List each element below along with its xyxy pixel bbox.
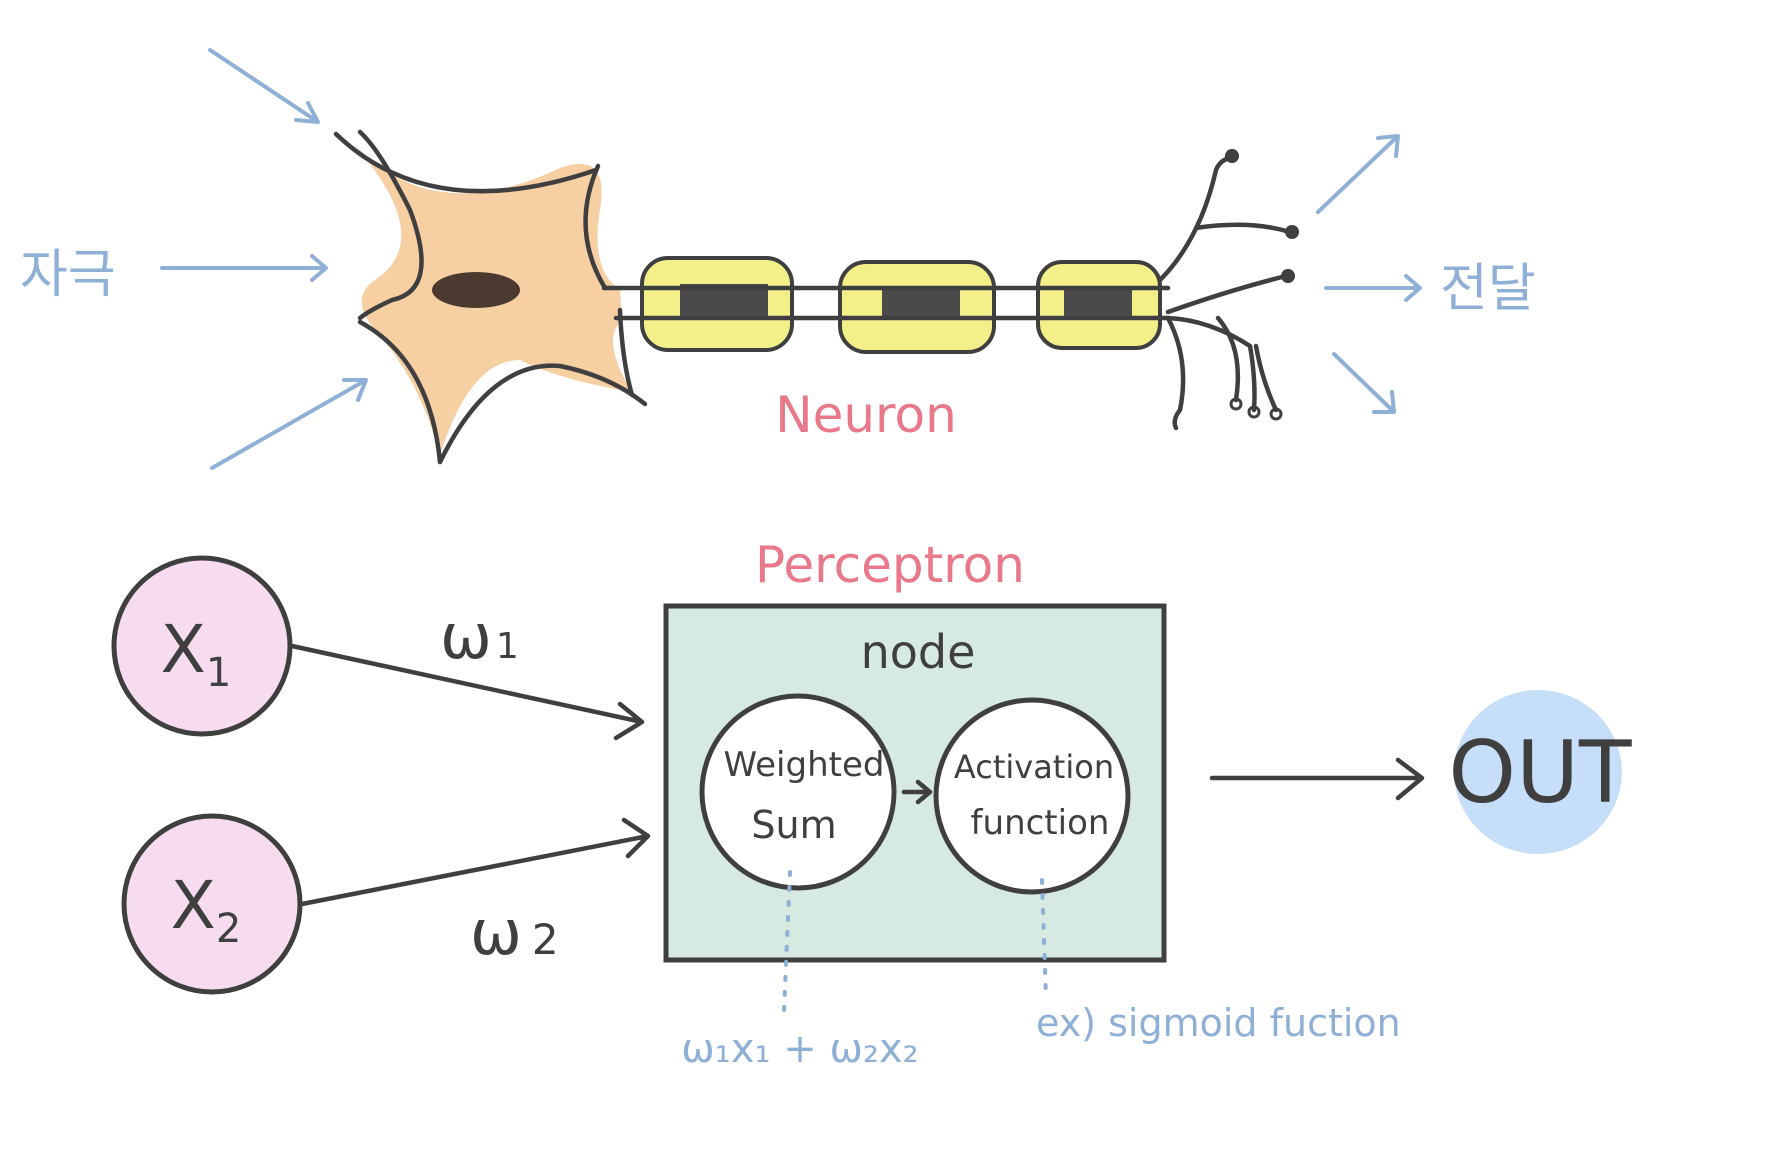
activation-function-circle: Activation function xyxy=(933,697,1131,895)
svg-text:X1: X1 xyxy=(161,611,232,696)
activation-example: ex) sigmoid fuction xyxy=(1036,1001,1401,1045)
input-x1-label: X xyxy=(161,611,206,688)
activation-annotation: ex) sigmoid fuction xyxy=(1036,878,1401,1045)
input-node-x1: X1 xyxy=(111,555,293,737)
myelin-sheaths xyxy=(640,256,1162,354)
transmission-arrows xyxy=(1316,134,1422,414)
weighted-sum-line1: Weighted xyxy=(724,745,885,785)
svg-text:X2: X2 xyxy=(171,867,242,952)
weighted-sum-circle: Weighted Sum xyxy=(699,693,897,891)
sum-annotation: ω₁x₁ + ω₂x₂ xyxy=(681,870,919,1072)
activation-line2: function xyxy=(971,803,1110,843)
input-x1-subscript: 1 xyxy=(206,650,231,696)
sum-to-activation-arrow xyxy=(901,779,933,805)
transmission-arrow-middle xyxy=(1324,274,1422,302)
cell-body-outline xyxy=(333,129,648,465)
output-arrow xyxy=(1209,757,1425,801)
sum-formula: ω₁x₁ + ω₂x₂ xyxy=(681,1026,918,1072)
stimulus-arrows xyxy=(160,48,368,470)
axon xyxy=(601,285,1171,321)
neuron-illustration: 자극 xyxy=(20,48,1536,470)
output-label: OUT xyxy=(1448,723,1632,823)
weight-1-symbol: ω xyxy=(440,600,492,673)
transmission-arrow-top xyxy=(1316,134,1400,214)
stimulus-label: 자극 xyxy=(20,245,116,305)
svg-text:ω2: ω2 xyxy=(470,896,559,969)
transmission-label: 전달 xyxy=(1440,259,1536,319)
perceptron-node: node Weighted Sum Activation function xyxy=(663,603,1167,963)
weight-2-symbol: ω xyxy=(470,896,522,969)
axon-terminals xyxy=(1157,149,1299,431)
weight-1-subscript: 1 xyxy=(496,626,519,667)
input-x2-label: X xyxy=(171,867,216,944)
stimulus-arrow-bottom xyxy=(210,378,368,470)
node-label: node xyxy=(861,625,976,679)
neuron-title: Neuron xyxy=(775,386,957,444)
nucleus xyxy=(432,272,520,308)
stimulus-arrow-middle xyxy=(160,254,328,282)
output-node: OUT xyxy=(1448,690,1632,854)
perceptron-title: Perceptron xyxy=(755,536,1025,594)
activation-line1: Activation xyxy=(954,748,1114,786)
input-x2-subscript: 2 xyxy=(216,906,241,952)
transmission-arrow-bottom xyxy=(1332,352,1396,414)
input-node-x2: X2 xyxy=(121,813,303,995)
svg-text:ω1: ω1 xyxy=(440,600,519,673)
weight-2-subscript: 2 xyxy=(532,915,559,964)
stimulus-arrow-top xyxy=(208,48,320,124)
weighted-sum-line2: Sum xyxy=(751,803,836,847)
